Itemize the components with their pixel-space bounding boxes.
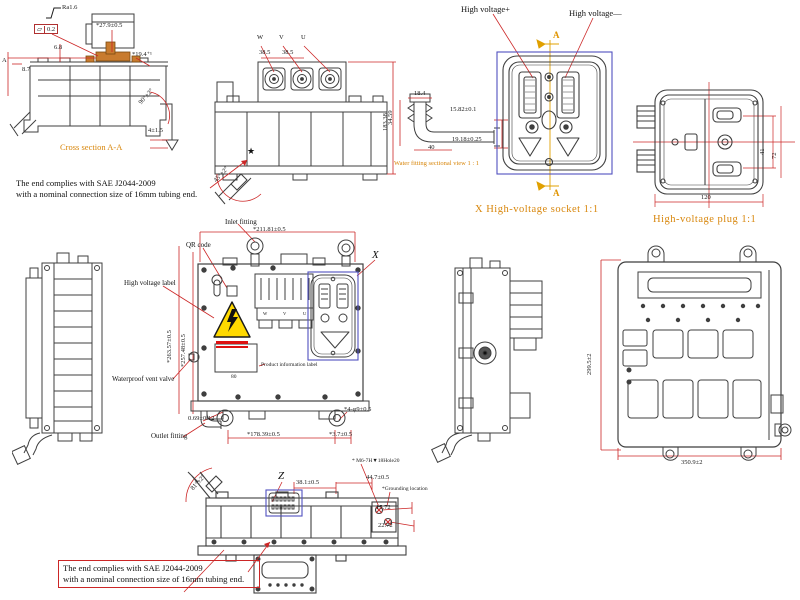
front-view-drawing	[162, 223, 376, 444]
section-mark-a: A	[2, 57, 7, 64]
view-hv-socket: High voltage+ High voltage— A A X High-v…	[453, 0, 628, 222]
section-mark-top: A	[553, 30, 560, 40]
hv-plug-drawing	[633, 82, 795, 208]
view-water-fitting: 18.4 34.59 15.82±0.1 40 19.18±0.25 Water…	[387, 90, 516, 182]
phase-label-u: U	[301, 34, 306, 41]
hv-socket-caption: X High-voltage socket 1:1	[475, 204, 599, 215]
view-back: 299.5±2 350.9±2	[586, 240, 800, 475]
dim-bottom-d: 22.72	[378, 522, 393, 529]
view-top: W V U 38.5 38.5 183.38 ★ 45°±2°	[203, 26, 403, 211]
dim-front-offset: *3.7±0.5	[329, 431, 353, 438]
label-high-voltage-plus: High voltage+	[461, 4, 510, 14]
dim-offset-a: 6.8	[54, 44, 63, 51]
dim-water-left: 34.59	[387, 110, 394, 125]
surface-finish-icon	[46, 7, 61, 19]
busbar-phase-u: U	[303, 311, 307, 316]
view-left-side	[12, 243, 124, 468]
label-grounding-location: *Grounding location	[382, 486, 428, 492]
dim-front-left-inner: *257.48±0.5	[180, 334, 187, 367]
label-qr-code: QR code	[186, 241, 211, 249]
dim-gap: 0.69±0.12	[188, 415, 215, 422]
dim-bottom-a: 38.1±0.5	[296, 479, 320, 486]
label-high-voltage-minus: High voltage—	[569, 8, 622, 18]
marker-z: Z	[278, 470, 285, 482]
busbar-phase-v: V	[283, 311, 287, 316]
dim-bottom-c: 15.72	[376, 504, 391, 511]
dim-back-width: 350.9±2	[681, 459, 703, 466]
flatness-value: 0.2	[44, 25, 57, 33]
phase-label-w: W	[257, 34, 264, 41]
right-side-drawing	[431, 257, 543, 463]
dim-offset-b: 8.7	[22, 66, 31, 73]
dim-water-top: 18.4	[414, 90, 426, 97]
dim-plug-outer: 72	[771, 152, 778, 160]
back-view-drawing	[600, 245, 792, 461]
view-hv-plug: 120 41 72 High-voltage plug 1:1	[633, 76, 800, 236]
label-vent-valve: Waterproof vent valve	[112, 375, 175, 383]
dim-front-bottom: *178.39±0.5	[247, 431, 280, 438]
view-right-side	[430, 243, 550, 468]
dim-label-width: 80	[231, 374, 237, 380]
sae-note-bottom-line1: The end complies with SAE J2044-2009	[63, 563, 203, 573]
label-outlet-fitting: Outlet fitting	[151, 432, 188, 440]
marker-x: X	[372, 249, 379, 261]
view-bottom: 81°±2° Z 38.1±0.5 * M6-7H▼18Hole20 44.7±…	[176, 450, 444, 600]
dim-bottom-b: 44.7±0.5	[366, 474, 390, 481]
flatness-symbol-icon: ▱	[37, 26, 42, 33]
busbar-phase-w: W	[263, 311, 268, 316]
dim-front-holes: *4-φ9±0.5	[344, 406, 372, 413]
label-inlet-fitting: Inlet fitting	[225, 218, 257, 226]
dim-thread-callout: * M6-7H▼18Hole20	[352, 458, 400, 464]
dim-depth: *19.4⁺¹	[132, 51, 153, 58]
dim-pitch-1: 38.5	[259, 49, 271, 56]
dim-front-left-outer: *263.57±0.5	[166, 330, 173, 363]
sae-note-bottom: The end complies with SAE J2044-2009 wit…	[58, 560, 260, 589]
flatness-tolerance-frame: ▱ 0.2	[34, 24, 59, 34]
dim-water-bottom: 40	[428, 144, 435, 151]
left-side-drawing	[12, 252, 103, 465]
phase-label-v: V	[279, 34, 284, 41]
dim-back-height: 299.5±2	[586, 353, 593, 375]
dim-water-outer: 19.18±0.25	[452, 136, 482, 143]
sae-note-bottom-line2: with a nominal connection size of 16mm t…	[63, 574, 245, 585]
dim-top-width: *27.9±0.5	[96, 22, 123, 29]
label-product-info: Product information label	[261, 362, 318, 368]
dim-pitch-2: 38.5	[282, 49, 294, 56]
cross-section-caption: Cross section A-A	[60, 142, 123, 152]
dim-front-top: *211.81±0.5	[253, 226, 286, 233]
water-fitting-caption: Water fitting sectional view 1 : 1	[394, 160, 480, 167]
dim-plug-inner: 41	[759, 148, 766, 156]
view-front: Inlet fitting *211.81±0.5 QR code X High…	[103, 216, 478, 468]
hv-socket-drawing	[492, 13, 613, 191]
star-marker-icon: ★	[247, 146, 256, 156]
sae-note-top: The end complies with SAE J2044-2009 wit…	[16, 178, 226, 200]
section-mark-bottom: A	[553, 188, 560, 198]
dim-tail: 4±1.5	[148, 127, 163, 134]
surface-finish-value: Ra1.6	[62, 4, 78, 11]
dim-water-inner: 15.82±0.1	[450, 106, 477, 113]
bottom-view-drawing	[183, 463, 415, 594]
sae-note-line1: The end complies with SAE J2044-2009	[16, 178, 156, 188]
dim-plug-width: 120	[701, 194, 711, 201]
cross-section-drawing	[7, 13, 179, 151]
label-high-voltage: High voltage label	[124, 279, 176, 287]
top-view-drawing	[214, 45, 396, 205]
sae-note-line2: with a nominal connection size of 16mm t…	[16, 189, 198, 200]
hv-plug-caption: High-voltage plug 1:1	[653, 214, 757, 225]
high-voltage-warning-icon	[213, 301, 251, 348]
